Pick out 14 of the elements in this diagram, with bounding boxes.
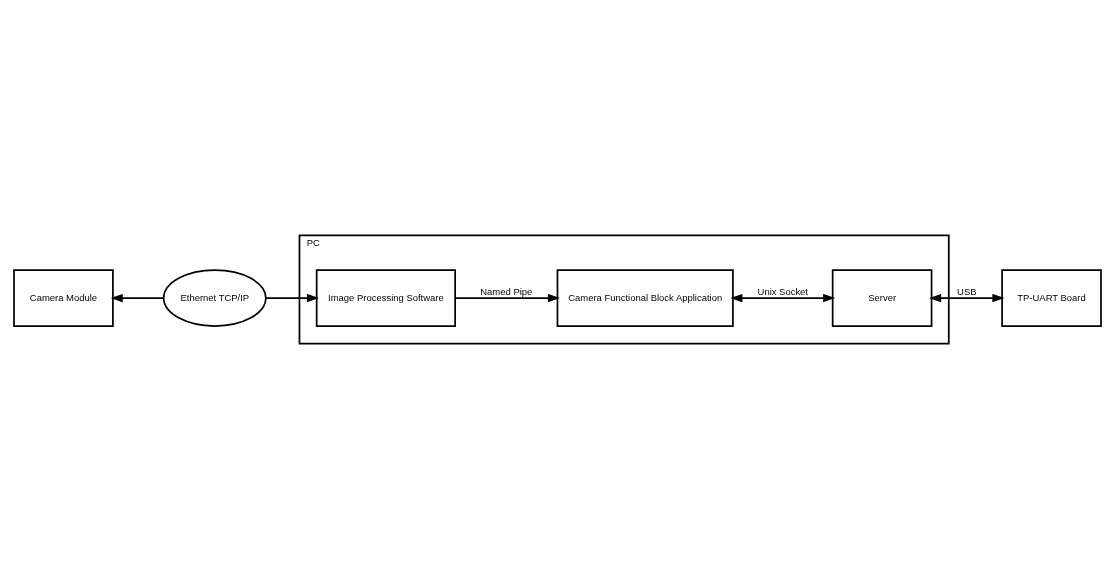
node-ellipse: Ethernet TCP/IP bbox=[162, 269, 267, 327]
node-box: Server bbox=[831, 269, 933, 327]
node-box: Camera Functional Block Application bbox=[556, 269, 734, 327]
node-box: Image Processing Software bbox=[315, 269, 456, 327]
arrow bbox=[454, 293, 560, 303]
node-box: Camera Module bbox=[13, 269, 114, 327]
arrow bbox=[110, 293, 165, 303]
edge-label: Unix Socket bbox=[757, 286, 809, 298]
arrow bbox=[265, 293, 319, 303]
arrow bbox=[730, 293, 836, 303]
edge-label: USB bbox=[957, 286, 977, 298]
arrow bbox=[929, 293, 1005, 303]
node-box: TP-UART Board bbox=[1001, 269, 1102, 327]
edge-label: Named Pipe bbox=[480, 286, 533, 298]
